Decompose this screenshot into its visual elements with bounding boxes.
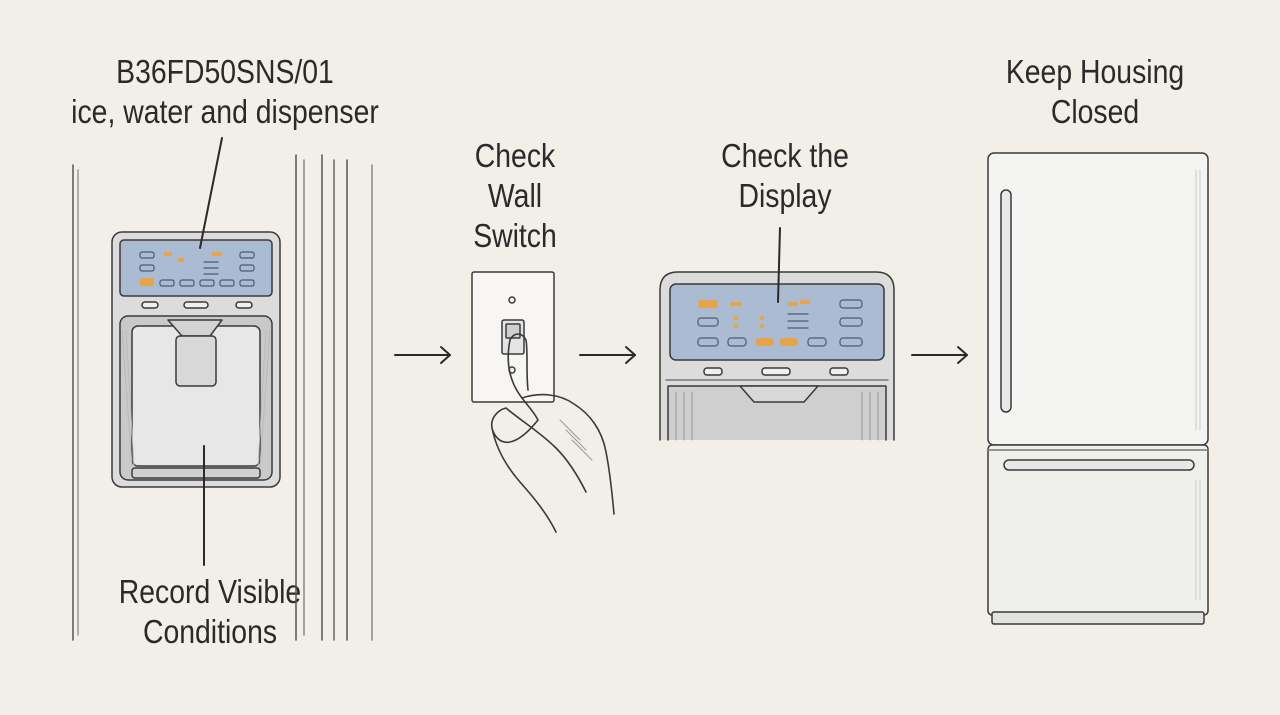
finger-icon <box>509 333 529 391</box>
step-check-wall-switch-label: Check Wall Switch <box>446 136 584 256</box>
housing-label-line-2: Closed <box>1050 93 1140 130</box>
refrigerator <box>987 152 1209 625</box>
display-label-line-1: Check the <box>721 137 849 174</box>
display-label-line-2: Display <box>738 177 832 214</box>
freezer-drawer-handle <box>1003 459 1195 471</box>
refrigerator-upper-door <box>987 152 1209 446</box>
refrigerator-base <box>991 611 1205 625</box>
record-conditions-label: Record Visible Conditions <box>81 572 339 652</box>
wall-switch-illustration <box>471 271 615 533</box>
model-leader-line <box>199 137 223 249</box>
model-label: B36FD50SNS/01 ice, water and dispenser <box>53 52 397 132</box>
display-closeup <box>659 227 895 441</box>
record-label-line-2: Conditions <box>142 613 278 650</box>
step-keep-housing-closed-label: Keep Housing Closed <box>979 52 1211 132</box>
arrow-to-refrigerator <box>911 346 968 364</box>
door-with-dispenser <box>72 137 373 641</box>
hand-icon <box>490 339 615 533</box>
display-panel <box>669 283 885 361</box>
model-label-line-1: B36FD50SNS/01 <box>116 53 334 90</box>
arrow-to-wall-switch <box>394 346 451 364</box>
dispenser-panel-buttons <box>139 251 255 287</box>
dispenser-lower-buttons <box>141 301 253 309</box>
dispenser-paddle <box>175 335 217 387</box>
model-label-line-2: ice, water and dispenser <box>71 93 379 130</box>
record-label-line-1: Record Visible <box>118 573 302 610</box>
hand-shading <box>559 419 593 461</box>
refrigerator-shading <box>1195 169 1201 601</box>
dispenser-recess-shading <box>121 329 271 467</box>
display-ice-chute <box>739 385 819 403</box>
arrow-to-display <box>579 346 636 364</box>
recess-shading <box>675 391 879 441</box>
dispenser-control-panel <box>119 239 273 297</box>
drip-tray <box>131 467 261 479</box>
housing-label-line-1: Keep Housing <box>1005 53 1185 90</box>
wall-switch-label-line-2: Wall <box>487 177 543 214</box>
display-leader-line <box>777 227 781 303</box>
wall-switch-label-line-1: Check <box>474 137 556 174</box>
upper-door-handle <box>1000 189 1012 413</box>
display-indicator-lights <box>698 300 810 346</box>
dispenser-indicator-lights <box>140 252 222 286</box>
plate-screw-top <box>508 296 516 304</box>
display-lower-buttons <box>703 367 849 376</box>
display-buttons <box>697 299 863 347</box>
wall-switch-label-line-3: Switch <box>473 217 557 254</box>
step-check-display-label: Check the Display <box>682 136 888 216</box>
